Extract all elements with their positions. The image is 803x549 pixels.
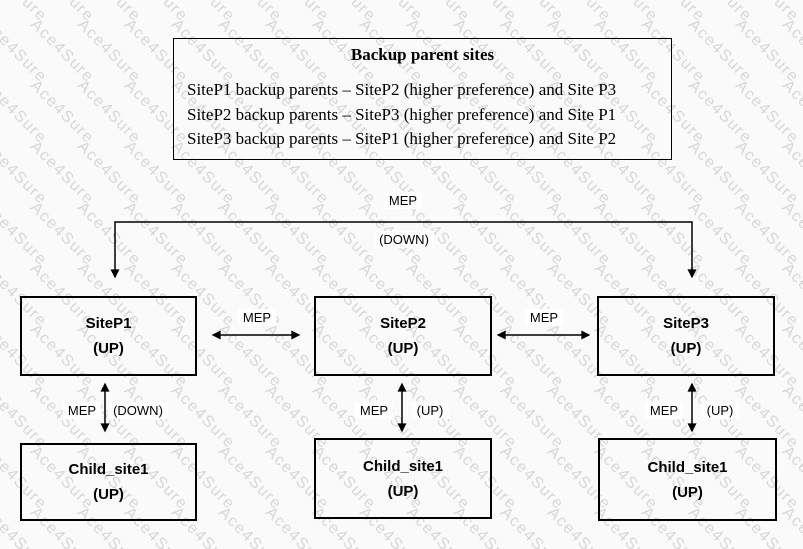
site-name: Child_site1 <box>68 461 149 478</box>
site-status: (UP) <box>672 483 703 501</box>
parent-site-box-sitep1: SiteP1 (UP) <box>20 296 197 376</box>
site-name: SiteP1 <box>85 315 132 332</box>
site-name: Child_site1 <box>362 457 444 475</box>
site-status: (UP) <box>670 340 702 357</box>
child-link-1-mep-label: MEP <box>62 402 102 419</box>
site-status: (UP) <box>387 482 419 500</box>
site-name: Child_site1 <box>647 458 728 476</box>
site-name: SiteP3 <box>663 315 709 332</box>
child-link-2-status-label: (UP) <box>411 402 449 419</box>
backup-rule-sitep1: SiteP1 backup parents – SiteP2 (higher p… <box>187 80 617 99</box>
panel-title: Backup parent sites <box>350 45 495 64</box>
peer-link-2-label: MEP <box>524 309 564 326</box>
child-link-2-mep-label: MEP <box>354 402 394 419</box>
backup-parent-sites-panel: Backup parent sites SiteP1 backup parent… <box>173 38 672 160</box>
top-link-mep-label: MEP <box>383 192 423 209</box>
child-link-3-status-label: (UP) <box>701 402 739 419</box>
site-status: (UP) <box>93 486 124 503</box>
parent-site-box-sitep2: SiteP2 (UP) <box>314 296 492 376</box>
site-status: (UP) <box>93 340 124 357</box>
child-link-3-mep-label: MEP <box>644 402 684 419</box>
top-link-status-label: (DOWN) <box>374 231 434 248</box>
child-link-1-status-label: (DOWN) <box>108 402 168 419</box>
child-site-box-2: Child_site1 (UP) <box>314 438 492 519</box>
child-site-box-1: Child_site1 (UP) <box>20 443 197 521</box>
peer-link-1-label: MEP <box>237 309 277 326</box>
parent-site-box-sitep3: SiteP3 (UP) <box>597 296 775 376</box>
backup-rule-sitep2: SiteP2 backup parents – SiteP3 (higher p… <box>187 104 617 124</box>
child-site-box-3: Child_site1 (UP) <box>598 438 777 521</box>
panel-rules: SiteP1 backup parents – SiteP2 (higher p… <box>174 78 671 152</box>
site-name: SiteP2 <box>380 315 426 332</box>
backup-rule-sitep3: SiteP3 backup parents – SiteP1 (higher p… <box>187 129 617 148</box>
watermark-text: Ace4Sure <box>0 0 3 26</box>
site-status: (UP) <box>387 340 419 357</box>
